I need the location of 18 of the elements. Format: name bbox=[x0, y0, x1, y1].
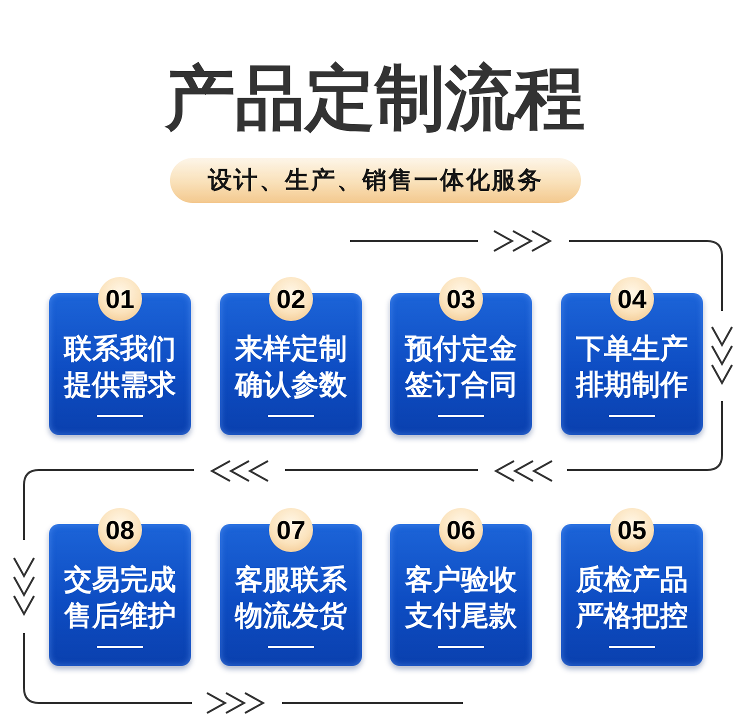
title: 产品定制流程 bbox=[164, 58, 586, 139]
step-text: 来样定制确认参数 bbox=[233, 332, 348, 402]
step-text: 预付定金签订合同 bbox=[404, 332, 518, 402]
step-text: 联系我们提供需求 bbox=[62, 332, 177, 402]
step-text: 客户验收支付尾款 bbox=[404, 563, 518, 633]
step-number-badge: 01 bbox=[98, 277, 142, 321]
step-text: 客服联系物流发货 bbox=[234, 563, 348, 633]
step-number-badge: 06 bbox=[439, 508, 483, 552]
step-number-badge: 04 bbox=[610, 277, 654, 321]
step-text: 质检产品严格把控 bbox=[574, 563, 689, 633]
step-number-badge: 08 bbox=[98, 508, 142, 552]
step-number-badge: 05 bbox=[610, 508, 654, 552]
step-number-badge: 07 bbox=[269, 508, 313, 552]
step-text: 交易完成售后维护 bbox=[62, 563, 177, 633]
subtitle-banner: 设计、生产、销售一体化服务 bbox=[170, 158, 581, 203]
step-text: 下单生产排期制作 bbox=[574, 332, 689, 402]
step-number-badge: 03 bbox=[439, 277, 483, 321]
step-number-badge: 02 bbox=[269, 277, 313, 321]
